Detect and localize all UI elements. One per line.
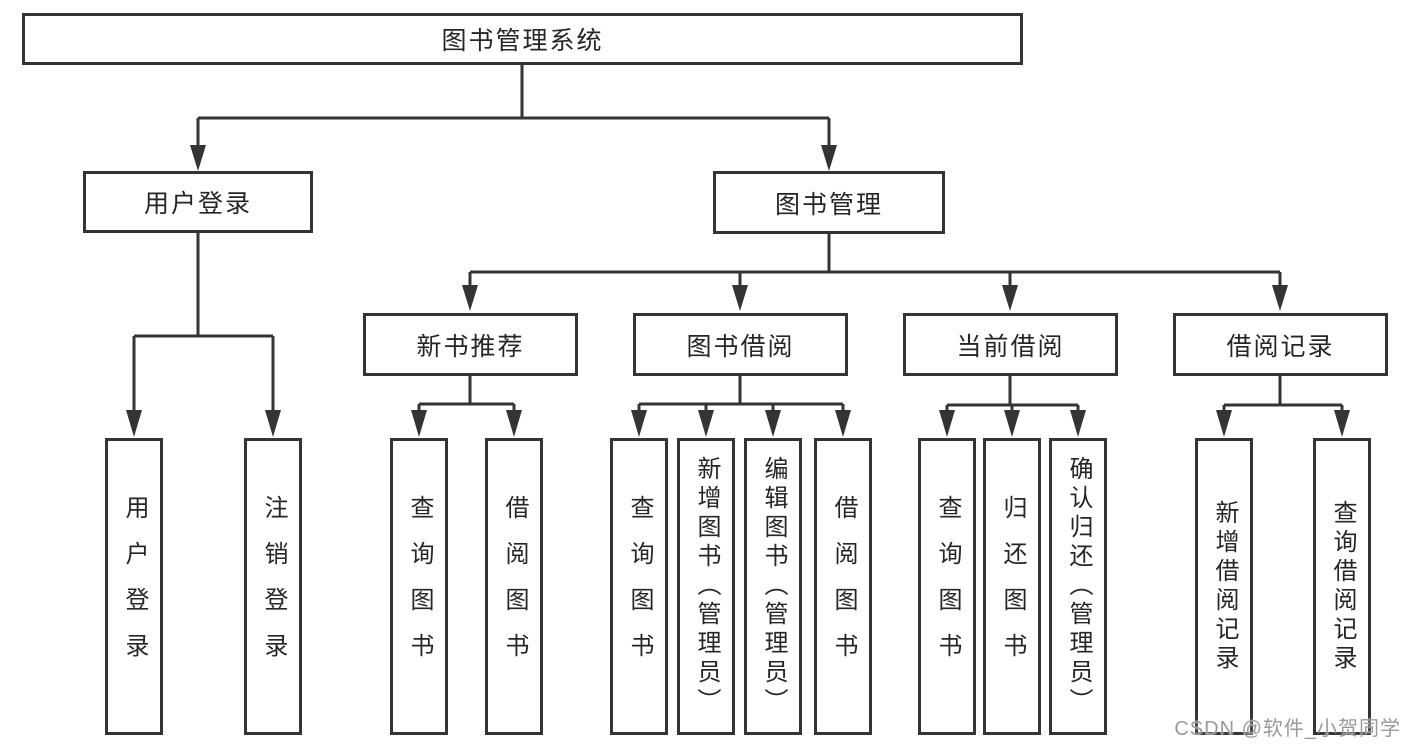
leaf-query-books-borrow: 查询图书 bbox=[610, 438, 668, 735]
leaf-borrow-book: 借阅图书 bbox=[814, 438, 872, 735]
arrow-down-icon bbox=[732, 285, 748, 311]
arrow-down-icon bbox=[1004, 410, 1020, 437]
node-new-book-recommend-label: 新书推荐 bbox=[416, 332, 525, 361]
leaf-add-borrow-record-label: 新增借阅记录 bbox=[1211, 499, 1238, 674]
leaf-borrow-book-recommend: 借阅图书 bbox=[485, 438, 543, 735]
leaf-confirm-return-admin: 确认归还（管理员） bbox=[1049, 438, 1107, 735]
arrow-down-icon bbox=[265, 410, 281, 437]
arrow-down-icon bbox=[1334, 410, 1350, 437]
arrow-down-icon bbox=[631, 410, 647, 437]
leaf-query-books-recommend: 查询图书 bbox=[390, 438, 448, 735]
node-current-borrow-label: 当前借阅 bbox=[956, 332, 1065, 361]
leaf-query-borrow-record: 查询借阅记录 bbox=[1313, 438, 1371, 735]
node-borrow-records-label: 借阅记录 bbox=[1226, 332, 1335, 361]
leaf-logout-login: 注销登录 bbox=[244, 438, 302, 735]
arrowhead-icons bbox=[126, 145, 1350, 437]
leaf-borrow-book-recommend-label: 借阅图书 bbox=[501, 494, 528, 679]
arrow-down-icon bbox=[939, 410, 955, 437]
connector-user-login-to-children bbox=[132, 233, 275, 415]
leaf-return-book-label: 归还图书 bbox=[999, 494, 1026, 679]
connector-book-management-to-children bbox=[468, 234, 1282, 292]
node-user-login: 用户登录 bbox=[83, 171, 313, 233]
leaf-confirm-return-admin-label: 确认归还（管理员） bbox=[1065, 456, 1092, 717]
leaf-user-login: 用户登录 bbox=[105, 438, 163, 735]
connector-root-to-level2 bbox=[196, 65, 831, 150]
csdn-watermark: CSDN @软件_小贺同学 bbox=[1174, 718, 1401, 740]
leaf-query-books-recommend-label: 查询图书 bbox=[406, 494, 433, 679]
arrow-down-icon bbox=[1002, 285, 1018, 311]
arrow-down-icon bbox=[1272, 285, 1288, 311]
node-book-borrow: 图书借阅 bbox=[633, 313, 848, 376]
node-book-management: 图书管理 bbox=[713, 171, 945, 234]
leaf-query-borrow-record-label: 查询借阅记录 bbox=[1329, 499, 1356, 674]
connector-book-borrow-to-children bbox=[637, 376, 845, 415]
arrow-down-icon bbox=[190, 145, 206, 171]
leaf-query-books-current: 查询图书 bbox=[918, 438, 976, 735]
leaf-borrow-book-label: 借阅图书 bbox=[830, 494, 857, 679]
leaf-logout-login-label: 注销登录 bbox=[260, 494, 287, 679]
leaf-return-book: 归还图书 bbox=[983, 438, 1041, 735]
node-library-system: 图书管理系统 bbox=[22, 13, 1023, 65]
node-borrow-records: 借阅记录 bbox=[1173, 313, 1388, 376]
arrow-down-icon bbox=[411, 410, 427, 437]
arrow-down-icon bbox=[1216, 410, 1232, 437]
connector-borrow-records-to-children bbox=[1222, 376, 1344, 415]
leaf-add-book-admin: 新增图书（管理员） bbox=[677, 438, 735, 735]
leaf-edit-book-admin-label: 编辑图书（管理员） bbox=[760, 456, 787, 717]
leaf-add-borrow-record: 新增借阅记录 bbox=[1195, 438, 1253, 735]
leaf-query-books-borrow-label: 查询图书 bbox=[626, 494, 653, 679]
arrow-down-icon bbox=[506, 410, 522, 437]
leaf-user-login-label: 用户登录 bbox=[121, 494, 148, 679]
arrow-down-icon bbox=[126, 410, 142, 437]
arrow-down-icon bbox=[765, 410, 781, 437]
node-current-borrow: 当前借阅 bbox=[903, 313, 1118, 376]
arrow-down-icon bbox=[821, 145, 837, 171]
arrow-down-icon bbox=[835, 410, 851, 437]
node-book-borrow-label: 图书借阅 bbox=[686, 332, 795, 361]
node-new-book-recommend: 新书推荐 bbox=[363, 313, 578, 376]
node-user-login-label: 用户登录 bbox=[143, 190, 252, 218]
arrow-down-icon bbox=[698, 410, 714, 437]
node-library-system-label: 图书管理系统 bbox=[441, 27, 604, 55]
arrow-down-icon bbox=[1070, 410, 1086, 437]
node-book-management-label: 图书管理 bbox=[774, 190, 883, 219]
connector-new-book-to-children bbox=[417, 376, 516, 415]
leaf-query-books-current-label: 查询图书 bbox=[934, 494, 961, 679]
connector-current-borrow-to-children bbox=[945, 376, 1080, 415]
arrow-down-icon bbox=[462, 285, 478, 311]
leaf-add-book-admin-label: 新增图书（管理员） bbox=[693, 456, 720, 717]
leaf-edit-book-admin: 编辑图书（管理员） bbox=[744, 438, 802, 735]
